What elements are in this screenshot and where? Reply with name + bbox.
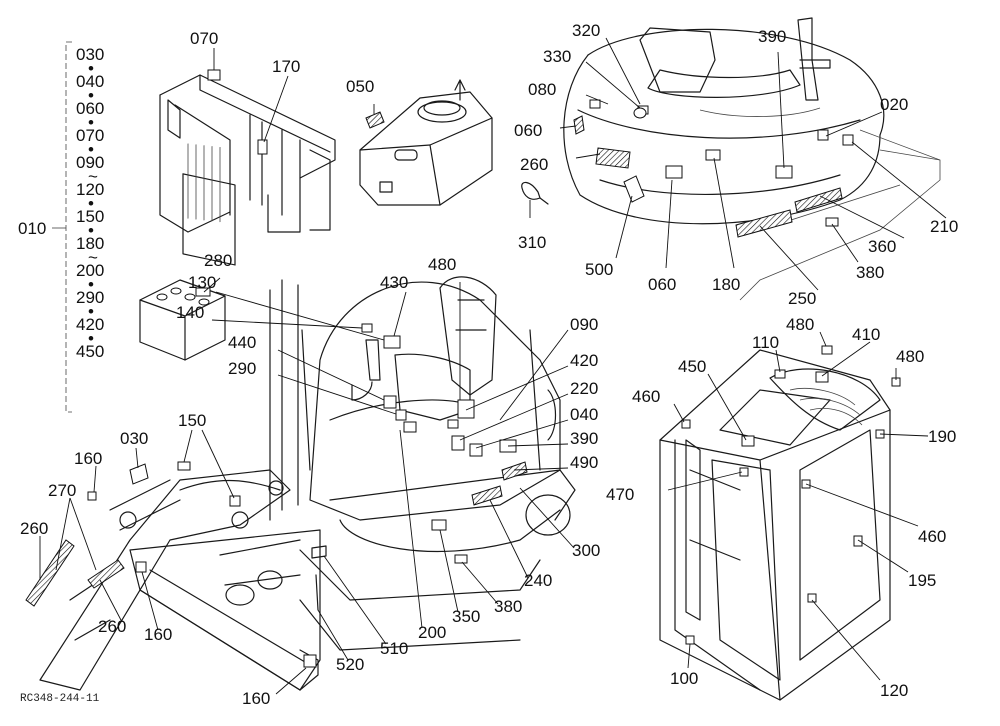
callout-470: 470	[606, 485, 634, 504]
cab-drawing	[659, 345, 901, 701]
group-separator: •	[88, 329, 94, 348]
group-item: 200	[76, 261, 104, 280]
callout-430: 430	[380, 273, 408, 292]
callout-330: 330	[543, 47, 571, 66]
battery-drawing	[139, 279, 226, 361]
callout-250: 250	[788, 289, 816, 308]
callout-160: 160	[74, 449, 102, 468]
tank-cover-drawing	[359, 79, 493, 206]
callout-080: 080	[528, 80, 556, 99]
group-separator: •	[88, 59, 94, 78]
callout-210: 210	[930, 217, 958, 236]
callout-060: 060	[514, 121, 542, 140]
group-separator: •	[88, 221, 94, 240]
callout-130: 130	[188, 273, 216, 292]
machine-body-drawing	[269, 276, 576, 651]
callout-220: 220	[570, 379, 598, 398]
callout-350: 350	[452, 607, 480, 626]
callout-040: 040	[570, 405, 598, 424]
callout-460: 460	[632, 387, 660, 406]
figure-code: RC348-244-11	[20, 693, 100, 705]
callout-240: 240	[524, 571, 552, 590]
callout-160: 160	[242, 689, 270, 708]
callout-280: 280	[204, 251, 232, 270]
group-item: 150	[76, 207, 104, 226]
callout-360: 360	[868, 237, 896, 256]
callout-190: 190	[928, 427, 956, 446]
group-label: 010	[18, 219, 46, 238]
group-separator: •	[88, 302, 94, 321]
radiator-frame-drawing	[159, 69, 336, 266]
group-item-list: 030•040•060•070•090~120•150•180~200•290•…	[76, 45, 104, 361]
callout-520: 520	[336, 655, 364, 674]
callout-320: 320	[572, 21, 600, 40]
callout-150: 150	[178, 411, 206, 430]
group-separator: •	[88, 86, 94, 105]
leader-lines	[39, 37, 947, 695]
callout-390: 390	[758, 27, 786, 46]
group-separator: •	[88, 113, 94, 132]
group-separator: •	[88, 275, 94, 294]
callout-270: 270	[48, 481, 76, 500]
callout-030: 030	[120, 429, 148, 448]
callout-070: 070	[190, 29, 218, 48]
callout-420: 420	[570, 351, 598, 370]
callout-160: 160	[144, 625, 172, 644]
callout-510: 510	[380, 639, 408, 658]
callout-140: 140	[176, 303, 204, 322]
callout-060: 060	[648, 275, 676, 294]
group-item: 450	[76, 342, 104, 361]
callout-260: 260	[98, 617, 126, 636]
group-separator: ~	[88, 167, 98, 186]
group-item: 290	[76, 288, 104, 307]
callout-410: 410	[852, 325, 880, 344]
callout-090: 090	[570, 315, 598, 334]
callout-170: 170	[272, 57, 300, 76]
callout-440: 440	[228, 333, 256, 352]
callout-110: 110	[752, 333, 779, 352]
label-group-bracket: 010 030•040•060•070•090~120•150•180~200•…	[18, 41, 104, 413]
callout-120: 120	[880, 681, 908, 700]
callout-480: 480	[786, 315, 814, 334]
callout-380: 380	[856, 263, 884, 282]
callout-500: 500	[585, 260, 613, 279]
callout-300: 300	[572, 541, 600, 560]
callout-310: 310	[518, 233, 546, 252]
callout-260: 260	[520, 155, 548, 174]
group-item: 120	[76, 180, 104, 199]
group-item: 090	[76, 153, 104, 172]
rear-hood-drawing	[521, 17, 941, 301]
callout-460: 460	[918, 527, 946, 546]
callout-290: 290	[228, 359, 256, 378]
callout-490: 490	[570, 453, 598, 472]
group-separator: •	[88, 140, 94, 159]
callout-480: 480	[428, 255, 456, 274]
group-item: 060	[76, 99, 104, 118]
callout-050: 050	[346, 77, 374, 96]
callout-100: 100	[670, 669, 698, 688]
group-item: 420	[76, 315, 104, 334]
callout-200: 200	[418, 623, 446, 642]
callout-180: 180	[712, 275, 740, 294]
group-separator: ~	[88, 248, 98, 267]
callout-260: 260	[20, 519, 48, 538]
group-separator: •	[88, 194, 94, 213]
group-item: 070	[76, 126, 104, 145]
boom-blade-drawing	[25, 461, 321, 691]
group-item: 180	[76, 234, 104, 253]
callout-195: 195	[908, 571, 936, 590]
callout-380: 380	[494, 597, 522, 616]
callout-390: 390	[570, 429, 598, 448]
group-item: 030	[76, 45, 104, 64]
callout-450: 450	[678, 357, 706, 376]
callout-480: 480	[896, 347, 924, 366]
callout-020: 020	[880, 95, 908, 114]
group-item: 040	[76, 72, 104, 91]
